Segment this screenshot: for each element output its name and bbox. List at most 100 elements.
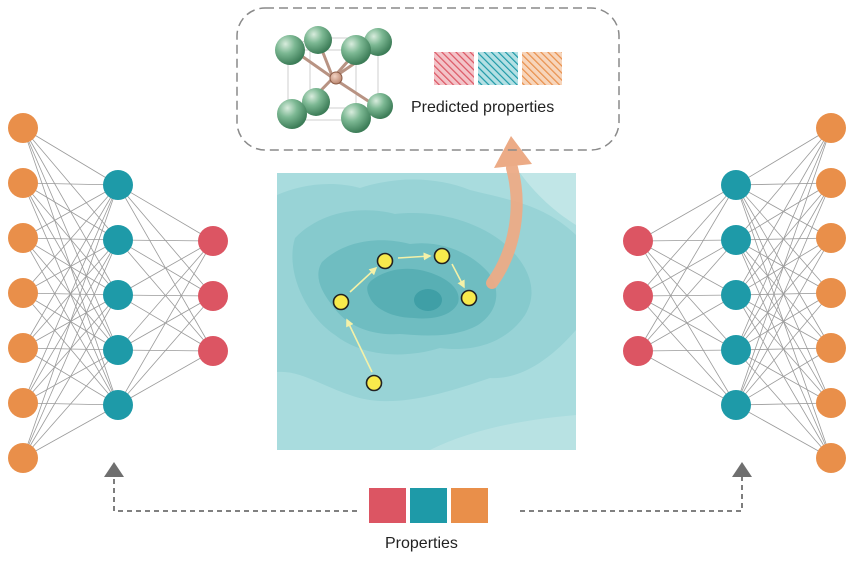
feedback-arrowhead-left	[104, 462, 124, 477]
decoder-connection	[735, 292, 832, 406]
decoder-node	[816, 168, 846, 198]
optimization-path	[346, 252, 465, 373]
decoder-connection	[735, 127, 832, 241]
decoder-connection	[637, 184, 737, 242]
prediction-box-border	[236, 7, 620, 151]
decoder-network	[623, 113, 846, 473]
decoder-node	[721, 390, 751, 420]
predicted-swatch-teal	[478, 52, 518, 85]
prediction-box: Predicted properties	[236, 7, 620, 151]
encoder-connection	[22, 294, 119, 459]
property-red-swatch	[369, 488, 406, 523]
decoder-connection	[735, 182, 832, 406]
encoder-node	[198, 281, 228, 311]
decoder-connection	[637, 184, 737, 352]
encoder-connection	[117, 184, 214, 242]
encoder-node	[103, 225, 133, 255]
path-point-3	[376, 252, 394, 270]
encoder-connection	[117, 295, 214, 406]
decoder-node	[623, 281, 653, 311]
encoder-connection	[117, 350, 214, 406]
encoder-node	[103, 390, 133, 420]
decoder-connection	[735, 127, 832, 406]
crystal-structure-icon	[275, 26, 393, 133]
feedback-arrow-right	[520, 473, 743, 512]
path-point-4	[433, 247, 451, 265]
encoder-node	[103, 335, 133, 365]
encoder-node	[8, 223, 38, 253]
decoder-node	[816, 333, 846, 363]
decoder-connection	[735, 237, 832, 406]
decoder-connection	[637, 184, 737, 297]
encoder-connection	[22, 404, 119, 459]
encoder-node	[103, 280, 133, 310]
property-teal-swatch	[410, 488, 447, 523]
properties-label: Properties	[385, 535, 458, 552]
path-arrow-2	[349, 266, 378, 293]
encoder-nodes	[8, 113, 228, 473]
latent-lower-shade	[430, 415, 576, 450]
encoder-connection	[22, 184, 119, 349]
path-arrow-3	[397, 252, 432, 261]
feedback-arrows	[113, 473, 743, 512]
decode-arrow	[486, 136, 532, 289]
encoder-connection	[22, 239, 119, 459]
decoder-node	[816, 113, 846, 143]
encoder-node	[103, 170, 133, 200]
encoder-network	[8, 113, 228, 473]
latent-corner-shade	[520, 173, 576, 225]
decoder-connection	[637, 239, 737, 352]
decoder-connection	[735, 347, 832, 406]
path-point-end	[460, 289, 478, 307]
predicted-properties-label: Predicted properties	[411, 99, 554, 116]
encoder-connection	[117, 240, 214, 406]
encoder-connections	[22, 127, 214, 459]
optimization-points	[332, 247, 478, 392]
decoder-connection	[735, 127, 832, 351]
decoder-node	[816, 388, 846, 418]
decoder-node	[816, 278, 846, 308]
encoder-connection	[22, 182, 119, 186]
encoder-node	[8, 168, 38, 198]
path-arrow-1	[346, 318, 373, 373]
path-arrow-4	[451, 263, 465, 289]
encoder-connection	[22, 184, 119, 404]
encoder-node	[8, 333, 38, 363]
encoder-node	[8, 388, 38, 418]
feedback-arrow-left	[113, 473, 357, 512]
decoder-node	[721, 170, 751, 200]
decoder-node	[721, 280, 751, 310]
decoder-connection	[735, 402, 832, 406]
decoder-node	[623, 226, 653, 256]
decoder-connection	[735, 127, 832, 296]
decoder-node	[816, 443, 846, 473]
decode-arrow-shaft	[486, 162, 523, 289]
feedback-arrowhead-right	[732, 462, 752, 477]
predicted-swatch-orange	[522, 52, 562, 85]
encoder-node	[198, 226, 228, 256]
encoder-node	[198, 336, 228, 366]
decoder-connection	[637, 350, 737, 406]
path-point-2	[332, 293, 350, 311]
property-orange-swatch	[451, 488, 488, 523]
encoder-node	[8, 443, 38, 473]
decoder-connection	[637, 294, 737, 352]
latent-space	[277, 173, 576, 450]
encoder-node	[8, 278, 38, 308]
decoder-node	[816, 223, 846, 253]
decode-arrow-head	[494, 136, 532, 168]
decoder-nodes	[623, 113, 846, 473]
encoder-connection	[22, 184, 119, 459]
encoder-connection	[22, 349, 119, 459]
decoder-node	[721, 335, 751, 365]
decoder-connection	[735, 127, 832, 186]
decoder-node	[623, 336, 653, 366]
encoder-connection	[22, 184, 119, 294]
encoder-connection	[22, 127, 119, 186]
encoder-connection	[117, 239, 214, 242]
property-swatches	[369, 488, 488, 523]
latent-minimum	[414, 289, 442, 311]
encoder-connection	[117, 240, 214, 296]
encoder-connection	[117, 240, 214, 351]
